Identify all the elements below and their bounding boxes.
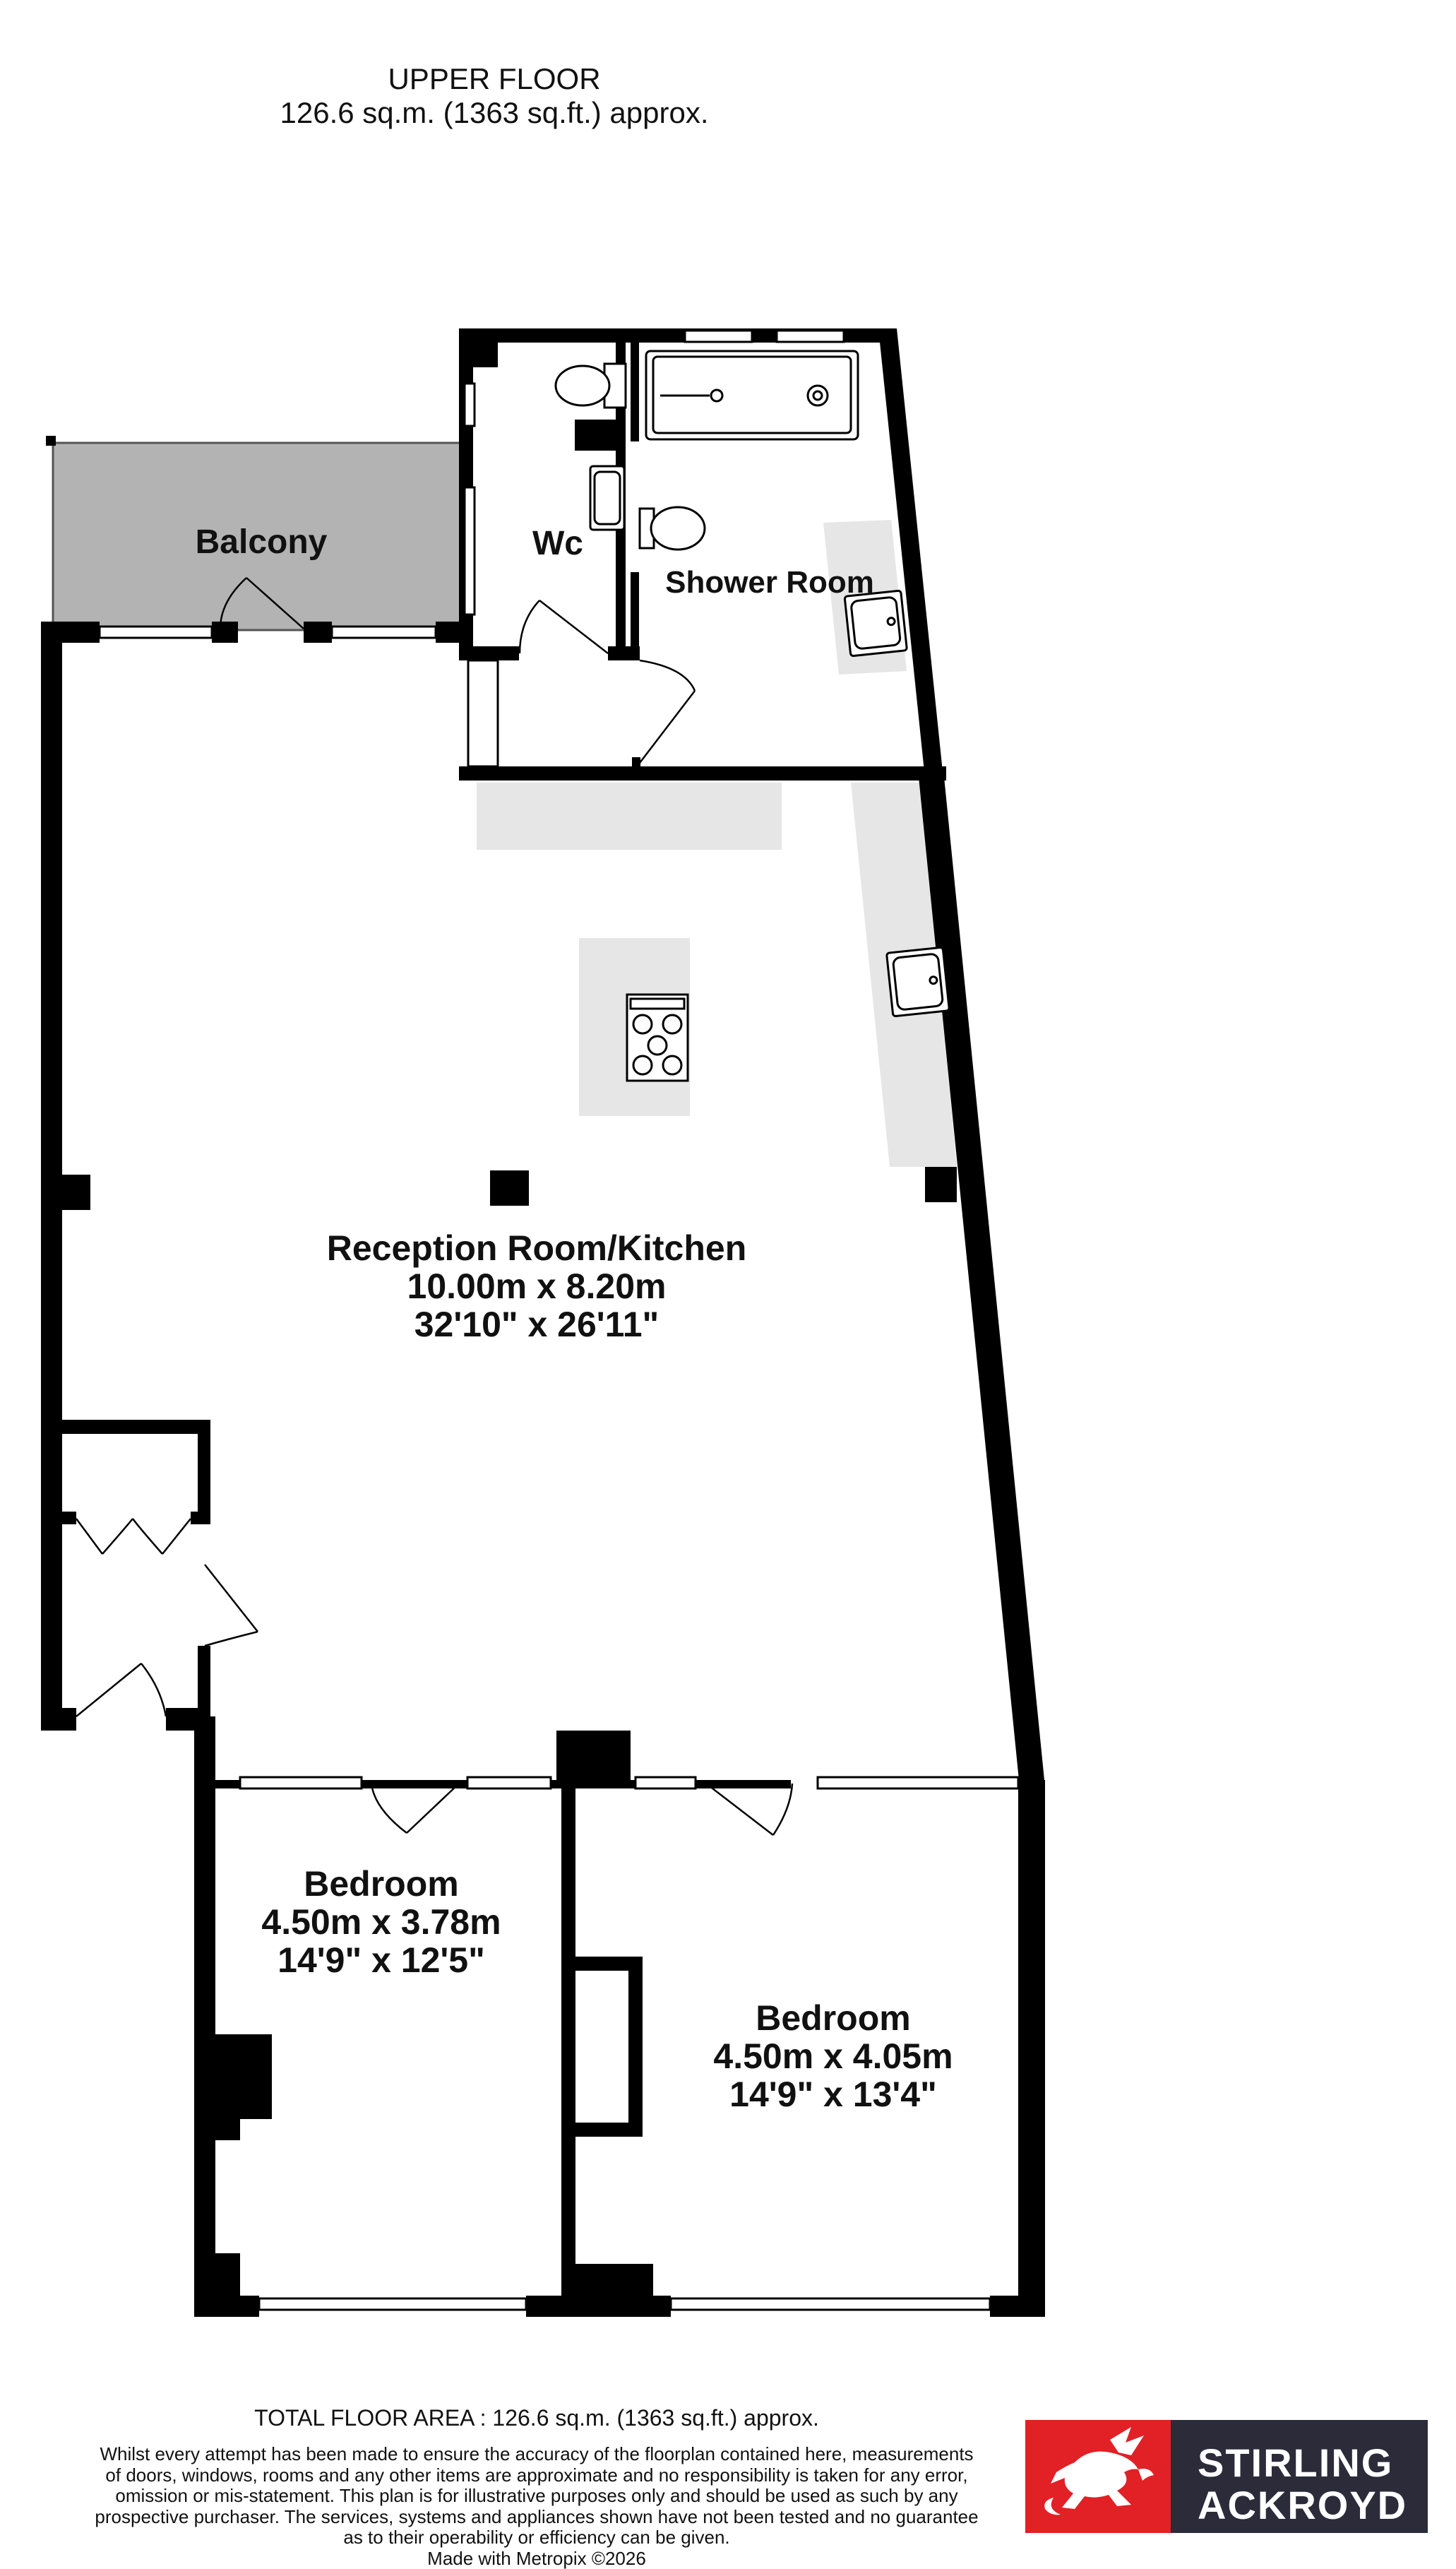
- windows: [98, 329, 1020, 2311]
- dragon-icon: [1044, 2427, 1154, 2515]
- logo-wordmark-bg: [1171, 2420, 1428, 2533]
- reception-metric: 10.00m x 8.20m: [407, 1266, 667, 1306]
- worktop-top: [477, 783, 782, 850]
- bedroom-1-metric: 4.50m x 3.78m: [261, 1902, 501, 1942]
- room-label-balcony: Balcony: [195, 523, 328, 561]
- room-label-bedroom-1: Bedroom 4.50m x 3.78m 14'9" x 12'5": [205, 1865, 558, 1979]
- logo-line-2: ACKROYD: [1198, 2483, 1408, 2527]
- disclaimer-line: prospective purchaser. The services, sys…: [95, 2505, 979, 2527]
- floor-area: 126.6 sq.m. (1363 sq.ft.) approx.: [280, 96, 709, 129]
- disclaimer: Whilst every attempt has been made to en…: [64, 2443, 1010, 2569]
- walls: [41, 328, 1045, 2317]
- doors: [75, 577, 794, 1836]
- bedroom-2-name: Bedroom: [756, 1998, 911, 2038]
- room-label-shower: Shower Room: [665, 565, 874, 600]
- stirling-ackroyd-logo: STIRLING ACKROYD: [1025, 2420, 1428, 2533]
- bedroom-2-metric: 4.50m x 4.05m: [713, 2036, 953, 2076]
- room-label-reception: Reception Room/Kitchen 10.00m x 8.20m 32…: [254, 1229, 819, 1343]
- bedroom-1-imperial: 14'9" x 12'5": [278, 1940, 485, 1980]
- reception-imperial: 32'10" x 26'11": [414, 1305, 660, 1344]
- logo-mark: [1025, 2420, 1171, 2533]
- disclaimer-line: omission or mis-statement. This plan is …: [115, 2485, 958, 2506]
- credit: Made with Metropix ©2026: [427, 2547, 646, 2569]
- room-label-wc: Wc: [532, 525, 583, 562]
- floor-name: UPPER FLOOR: [388, 62, 601, 95]
- reception-name: Reception Room/Kitchen: [326, 1228, 747, 1268]
- bedroom-2-imperial: 14'9" x 13'4": [729, 2075, 937, 2114]
- shower-toilet: [650, 506, 706, 551]
- disclaimer-line: Whilst every attempt has been made to en…: [100, 2443, 974, 2464]
- logo-line-1: STIRLING: [1198, 2440, 1394, 2485]
- balcony-area: [52, 441, 463, 631]
- total-floor-area: TOTAL FLOOR AREA : 126.6 sq.m. (1363 sq.…: [254, 2405, 819, 2431]
- disclaimer-line: as to their operability or efficiency ca…: [343, 2527, 730, 2548]
- room-label-bedroom-2: Bedroom 4.50m x 4.05m 14'9" x 13'4": [650, 1999, 1017, 2113]
- bedroom-1-name: Bedroom: [304, 1864, 459, 1904]
- disclaimer-line: of doors, windows, rooms and any other i…: [105, 2464, 968, 2486]
- wc-toilet: [554, 364, 611, 407]
- fixtures: [554, 350, 950, 1082]
